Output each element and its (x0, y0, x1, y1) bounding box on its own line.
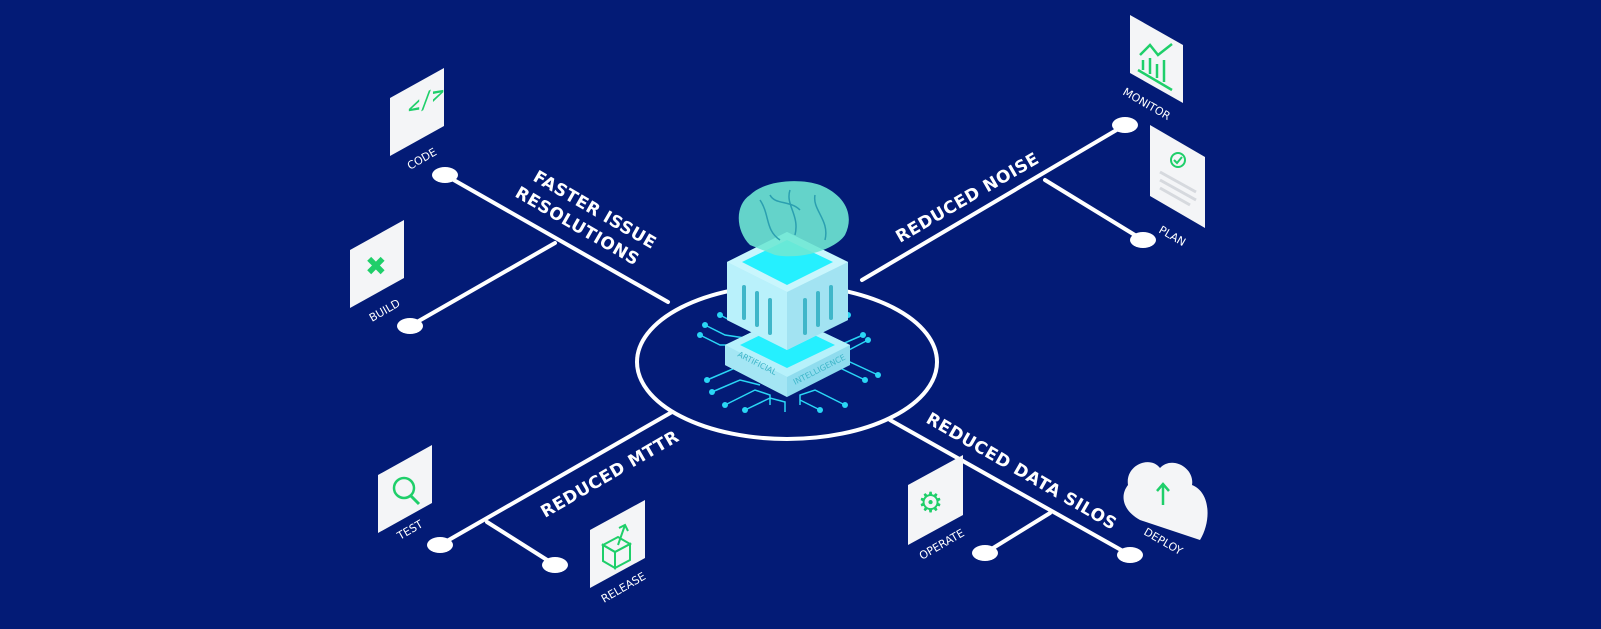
circuit-pads (697, 312, 881, 413)
stage-label-plan: PLAN (1157, 223, 1188, 249)
connector-lines (408, 123, 1145, 567)
node-dots (397, 117, 1156, 573)
stage-card-deploy[interactable]: DEPLOY (1123, 462, 1208, 558)
branch-release (485, 520, 557, 567)
ai-chip: ARTIFICIAL INTELLIGENCE (725, 232, 850, 397)
node-operate (972, 545, 998, 561)
branch-operate (983, 511, 1052, 555)
stage-label-code: CODE (405, 145, 439, 172)
chart-icon (1137, 43, 1173, 92)
stage-label-build: BUILD (367, 297, 402, 325)
stage-card-release[interactable]: RELEASE (590, 500, 648, 606)
line-top-left (443, 173, 670, 304)
box-arrow-icon (600, 523, 633, 570)
wrench-screwdriver-icon: ✖ (365, 251, 387, 281)
checklist-icon (1159, 152, 1197, 207)
stage-card-plan[interactable]: PLAN (1150, 125, 1205, 249)
stage-card-code[interactable]: </> CODE (390, 68, 444, 173)
line-bottom-right (888, 418, 1132, 557)
benefit-reduced-noise: REDUCED NOISE (893, 149, 1043, 247)
node-plan (1130, 232, 1156, 248)
node-test (427, 537, 453, 553)
node-code (432, 167, 458, 183)
brain-icon (738, 181, 849, 257)
line-bottom-left (438, 410, 674, 547)
branch-build (408, 241, 557, 328)
node-deploy (1117, 547, 1143, 563)
cloud-upload-icon (1156, 482, 1170, 505)
gear-icon: ⚙ (918, 487, 943, 518)
stage-card-operate[interactable]: ⚙ OPERATE (908, 455, 967, 563)
bug-search-icon (392, 476, 421, 506)
stage-card-monitor[interactable]: MONITOR (1121, 15, 1184, 123)
node-release (542, 557, 568, 573)
stage-card-build[interactable]: ✖ BUILD (350, 220, 404, 325)
stage-card-test[interactable]: TEST (378, 445, 432, 543)
branch-plan (1043, 178, 1145, 242)
node-build (397, 318, 423, 334)
node-monitor (1112, 117, 1138, 133)
line-top-right (860, 123, 1127, 282)
